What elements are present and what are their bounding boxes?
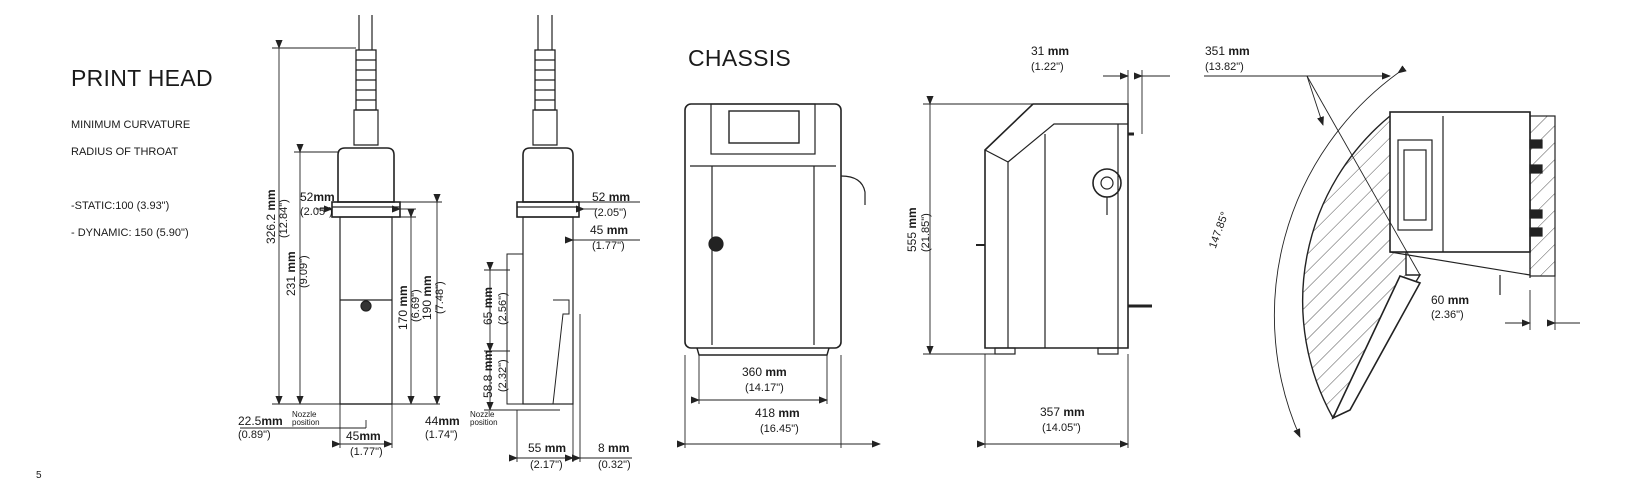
dim-326-inch: (12.84") bbox=[278, 199, 290, 238]
chassis-title: CHASSIS bbox=[688, 45, 792, 71]
print-head-side-view bbox=[506, 15, 580, 405]
dim-58-8-label: 58.8 mm bbox=[481, 349, 495, 398]
chassis-side-view bbox=[976, 103, 1152, 355]
dim-45-front-label: 45mm bbox=[346, 429, 381, 443]
dim-190-label: 190 mm bbox=[420, 275, 434, 320]
dim-357-inch: (14.05") bbox=[1042, 422, 1081, 434]
dim-360-inch: (14.17") bbox=[745, 382, 784, 394]
dim-65-label: 65 mm bbox=[481, 286, 495, 325]
dim-170-label: 170 mm bbox=[396, 285, 410, 330]
dim-418-inch: (16.45") bbox=[760, 423, 799, 435]
dim-418-label: 418 mm bbox=[755, 406, 800, 420]
print-head-front-view bbox=[331, 15, 401, 405]
dim-351-inch: (13.82") bbox=[1205, 61, 1244, 73]
curvature-label-line2: RADIUS OF THROAT bbox=[71, 146, 179, 158]
dim-22-5-inch: (0.89") bbox=[238, 429, 271, 441]
dim-52-front-inch: (2.05") bbox=[300, 206, 333, 218]
dim-351-label: 351 mm bbox=[1205, 44, 1250, 58]
dim-22-5-label: 22.5mm bbox=[238, 414, 283, 428]
dim-65-inch: (2.56") bbox=[497, 292, 509, 325]
dynamic-radius: - DYNAMIC: 150 (5.90") bbox=[71, 227, 189, 239]
dim-55-label: 55 mm bbox=[528, 441, 567, 455]
dim-231-label: 231 mm bbox=[284, 251, 298, 296]
dim-326-label: 326.2 mm bbox=[264, 189, 278, 244]
dim-45-front-inch: (1.77") bbox=[350, 446, 383, 458]
dim-60-label: 60 mm bbox=[1431, 293, 1470, 307]
dim-52-side-inch: (2.05") bbox=[594, 207, 627, 219]
dim-55-inch: (2.17") bbox=[530, 459, 563, 471]
chassis-front-view bbox=[684, 103, 866, 356]
static-radius: -STATIC:100 (3.93") bbox=[71, 200, 170, 212]
dim-8-label: 8 mm bbox=[598, 441, 630, 455]
dim-60-inch: (2.36") bbox=[1431, 309, 1464, 321]
dim-44-label: 44mm bbox=[425, 414, 460, 428]
dim-190-inch: (7.48") bbox=[434, 281, 446, 314]
dim-231-inch: (9.09") bbox=[298, 255, 310, 288]
dim-31-label: 31 mm bbox=[1031, 44, 1070, 58]
dim-555-label: 555 mm bbox=[905, 207, 919, 252]
dim-44-inch: (1.74") bbox=[425, 429, 458, 441]
print-head-title: PRINT HEAD bbox=[71, 65, 213, 91]
dim-45-side-inch: (1.77") bbox=[592, 240, 625, 252]
curvature-label-line1: MINIMUM CURVATURE bbox=[71, 119, 191, 131]
dim-357-label: 357 mm bbox=[1040, 405, 1085, 419]
dim-555-inch: (21.85") bbox=[920, 213, 932, 252]
dim-45-side-label: 45 mm bbox=[590, 223, 629, 237]
dim-52-side-label: 52 mm bbox=[592, 190, 631, 204]
dim-52-front-label: 52mm bbox=[300, 190, 335, 204]
dim-360-label: 360 mm bbox=[742, 365, 787, 379]
page-number: 5 bbox=[36, 470, 42, 481]
chassis-top-view bbox=[1302, 111, 1556, 420]
dim-58-8-inch: (2.32") bbox=[497, 359, 509, 392]
dim-8-inch: (0.32") bbox=[598, 459, 631, 471]
dim-31-inch: (1.22") bbox=[1031, 61, 1064, 73]
